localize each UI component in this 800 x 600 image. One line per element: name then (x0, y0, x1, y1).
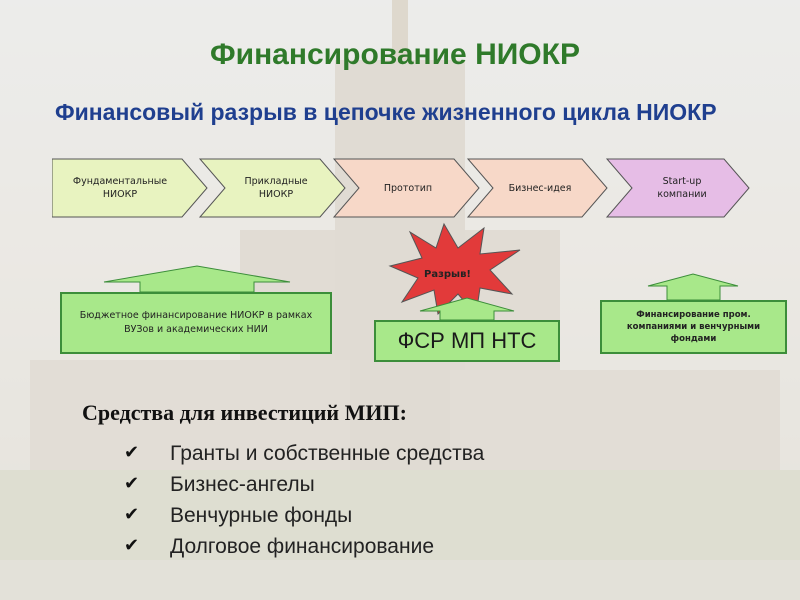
slide-subtitle: Финансовый разрыв в цепочке жизненного ц… (55, 99, 717, 125)
chain-step-4-label: Бизнес-идея (508, 182, 572, 194)
chain-step-4-shape (466, 158, 608, 218)
check-icon: ✔ (124, 473, 140, 493)
budget-up-arrow (103, 265, 291, 293)
chain-step-5-label: Start-up компании (657, 176, 707, 200)
fsr-funding-box: ФСР МП НТС (374, 320, 560, 362)
chain-step-2-label: Прикладные НИОКР (244, 176, 308, 200)
gap-burst-shape (388, 222, 521, 317)
gap-label: Разрыв! (424, 269, 471, 280)
private-up-arrow (647, 273, 739, 301)
check-icon: ✔ (124, 504, 140, 524)
chain-step-2-shape (198, 158, 346, 218)
chain-step-3-label: Прототип (383, 182, 433, 194)
chain-step-5-shape (605, 158, 750, 218)
budget-funding-box: Бюджетное финансирование НИОКР в рамках … (60, 292, 332, 354)
chain-step-1-label: Фундаментальные НИОКР (72, 176, 168, 200)
fsr-up-arrow (419, 297, 515, 321)
chain-step-3-shape (332, 158, 480, 218)
slide-title: Финансирование НИОКР (210, 38, 580, 71)
check-icon: ✔ (124, 535, 140, 555)
check-icon: ✔ (124, 442, 140, 462)
private-funding-box: Финансирование пром. компаниями и венчур… (600, 300, 787, 354)
chain-shapes (52, 158, 750, 218)
gap-burst (388, 222, 521, 317)
chain-step-1-shape (52, 158, 208, 218)
investment-heading: Средства для инвестиций МИП: (82, 400, 407, 425)
lifecycle-chain: Фундаментальные НИОКР Прикладные НИОКР П… (52, 158, 752, 220)
